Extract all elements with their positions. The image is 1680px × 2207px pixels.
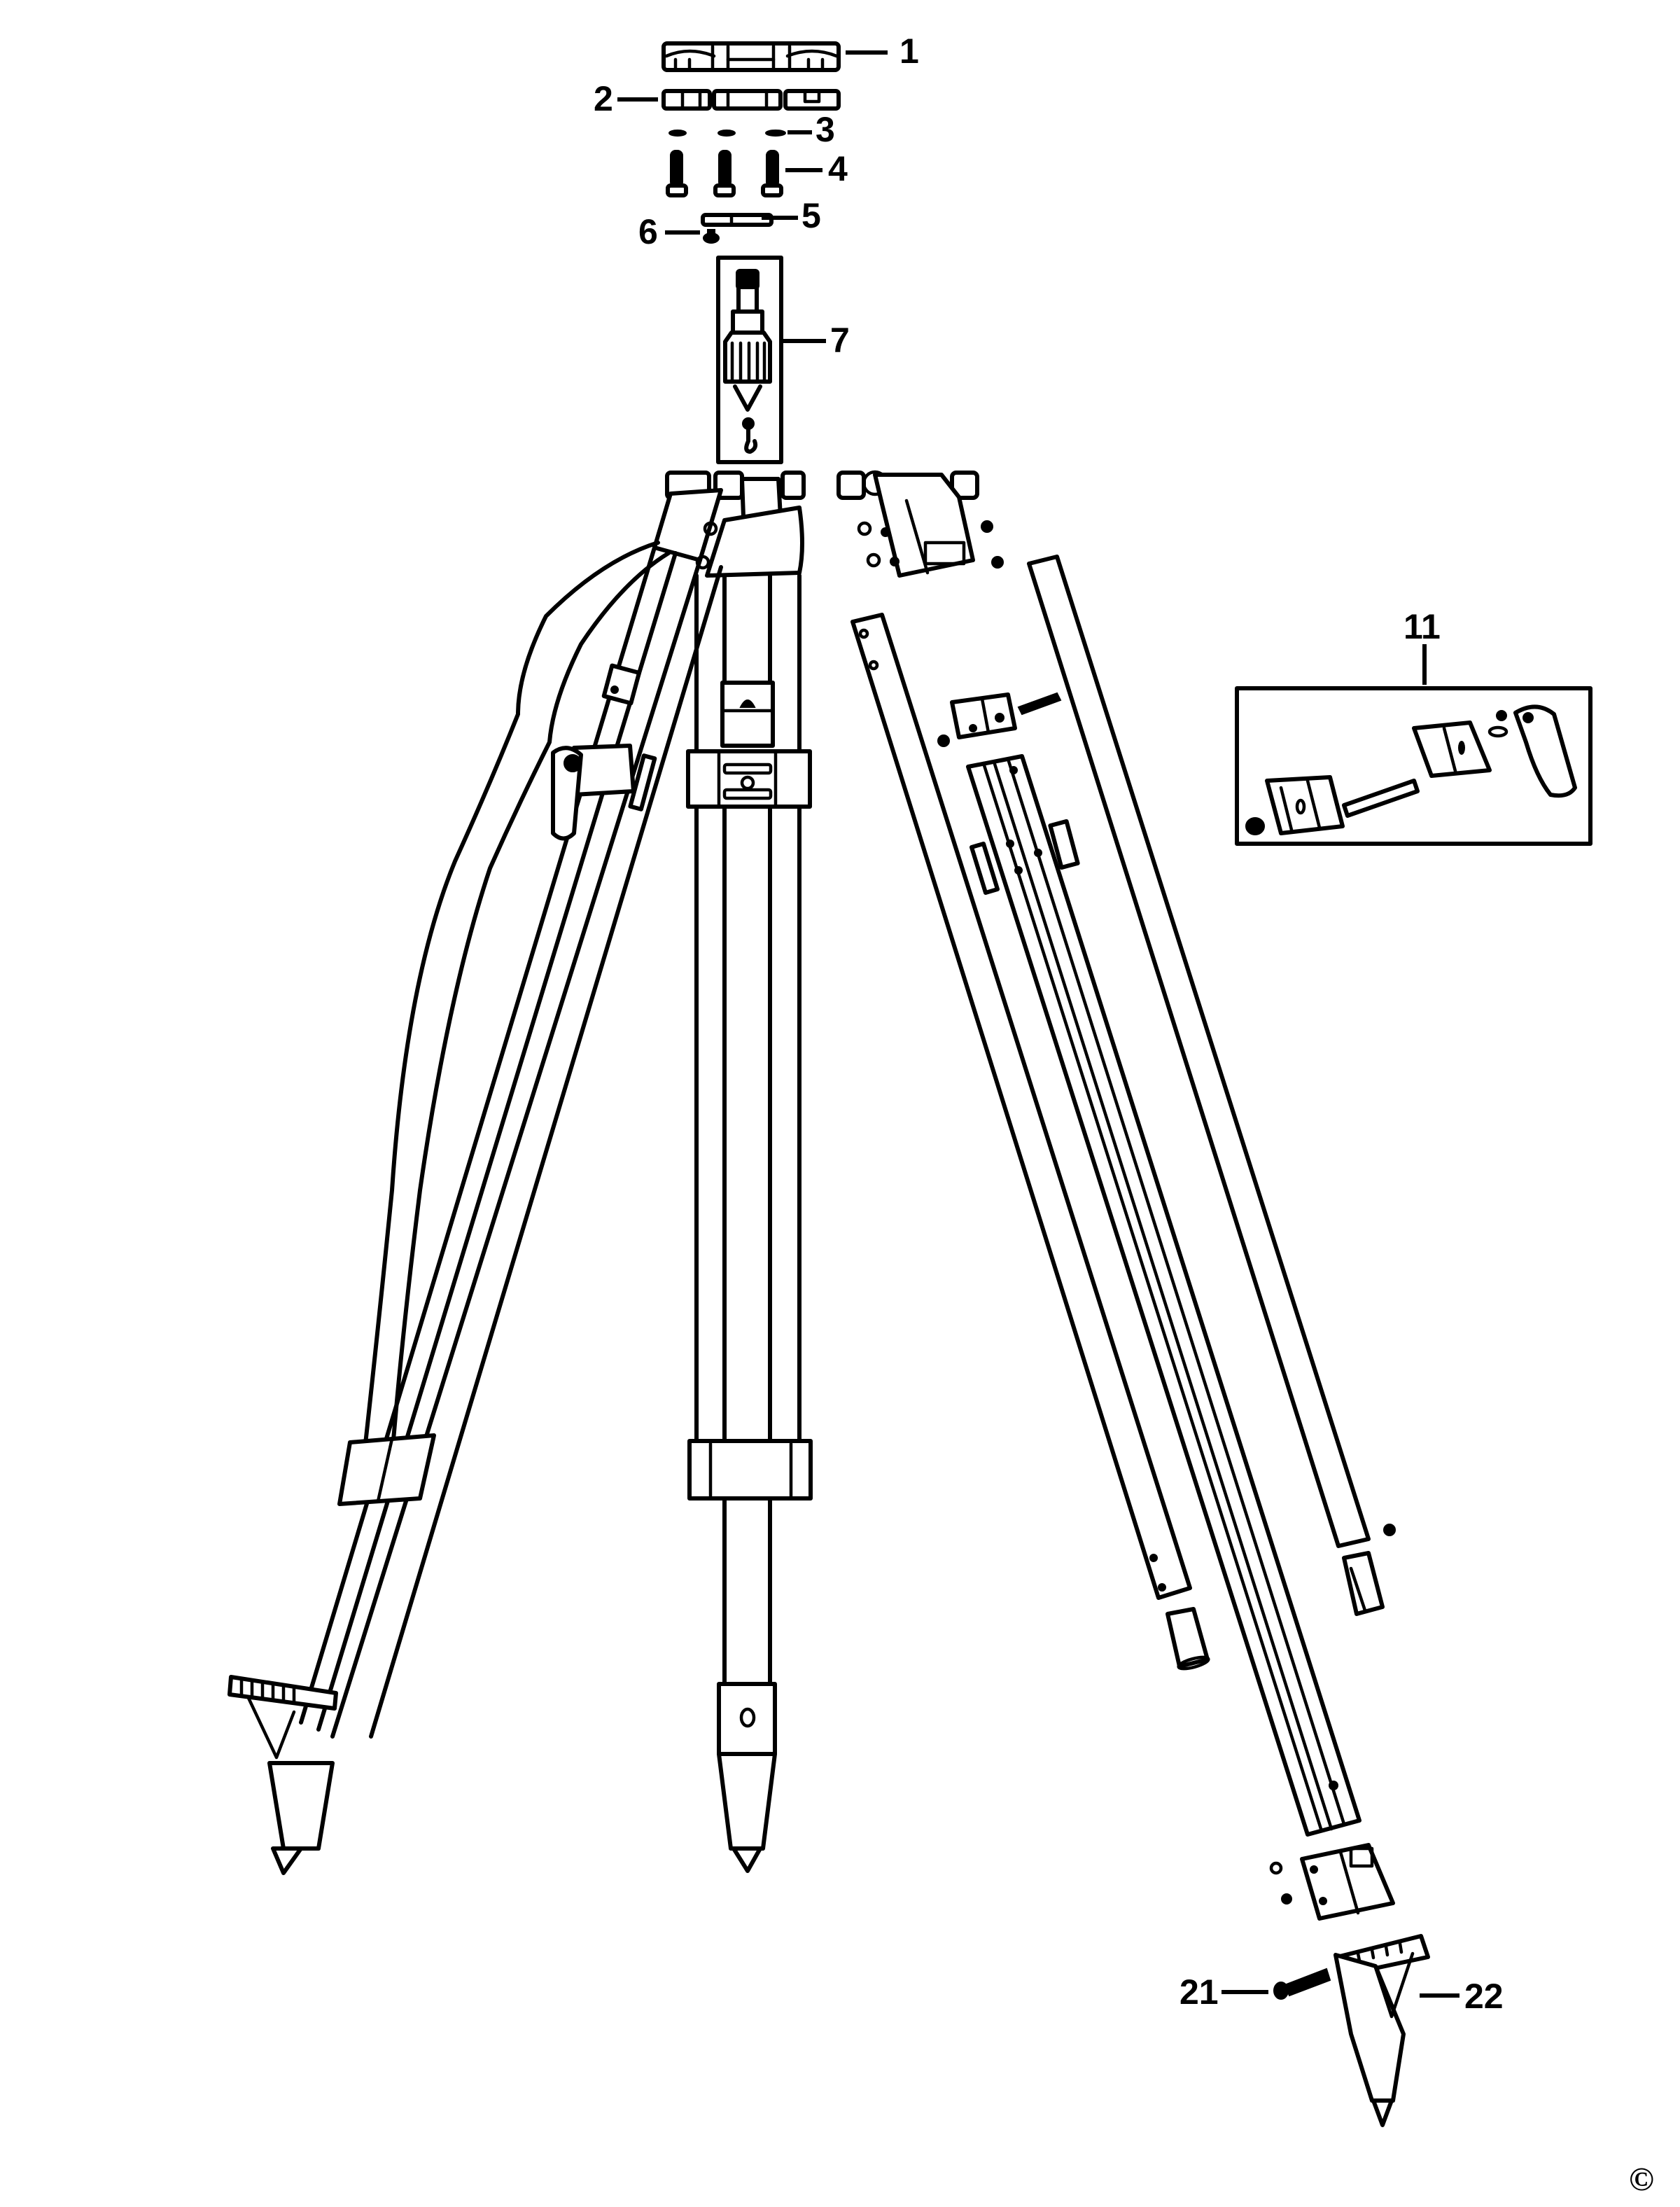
callout-4[interactable]: 4	[828, 149, 848, 188]
part-7-mounting-screw-assembly	[716, 256, 783, 464]
exploded-leg-bracket	[937, 692, 1062, 747]
part-3-washers	[668, 130, 786, 137]
part-6-screw	[703, 229, 720, 244]
callout-5[interactable]: 5	[802, 196, 821, 235]
callout-7[interactable]: 7	[830, 321, 850, 360]
part-5-plate-strip	[701, 213, 774, 227]
part-4-bolts	[666, 150, 783, 197]
exploded-leg-hinge	[836, 470, 1004, 578]
part-1-head-plate	[662, 41, 841, 72]
callout-2[interactable]: 2	[594, 79, 613, 118]
part-2-head-plate-base	[662, 89, 841, 111]
callout-3[interactable]: 3	[816, 110, 835, 149]
part-21-foot-bolt	[1273, 1968, 1331, 2000]
part-22-foot-spike	[1334, 1934, 1430, 2127]
callout-6[interactable]: 6	[638, 212, 658, 251]
callout-11[interactable]: 11	[1404, 607, 1441, 646]
exploded-leg-tube-left	[850, 613, 1210, 1671]
exploded-leg-tube-right	[1027, 555, 1396, 1616]
part-11-leg-clamp-kit	[1235, 686, 1592, 846]
exploded-foot-block	[1269, 1843, 1395, 1921]
callout-1[interactable]: 1	[899, 32, 919, 71]
left-leg	[227, 541, 723, 1875]
copyright-symbol: ©	[1629, 2161, 1654, 2198]
tripod-head	[652, 471, 806, 578]
center-leg	[686, 573, 813, 1873]
callout-22[interactable]: 22	[1464, 1977, 1504, 2016]
exploded-leg-channel	[966, 754, 1362, 1837]
callout-21[interactable]: 21	[1180, 1972, 1219, 2012]
